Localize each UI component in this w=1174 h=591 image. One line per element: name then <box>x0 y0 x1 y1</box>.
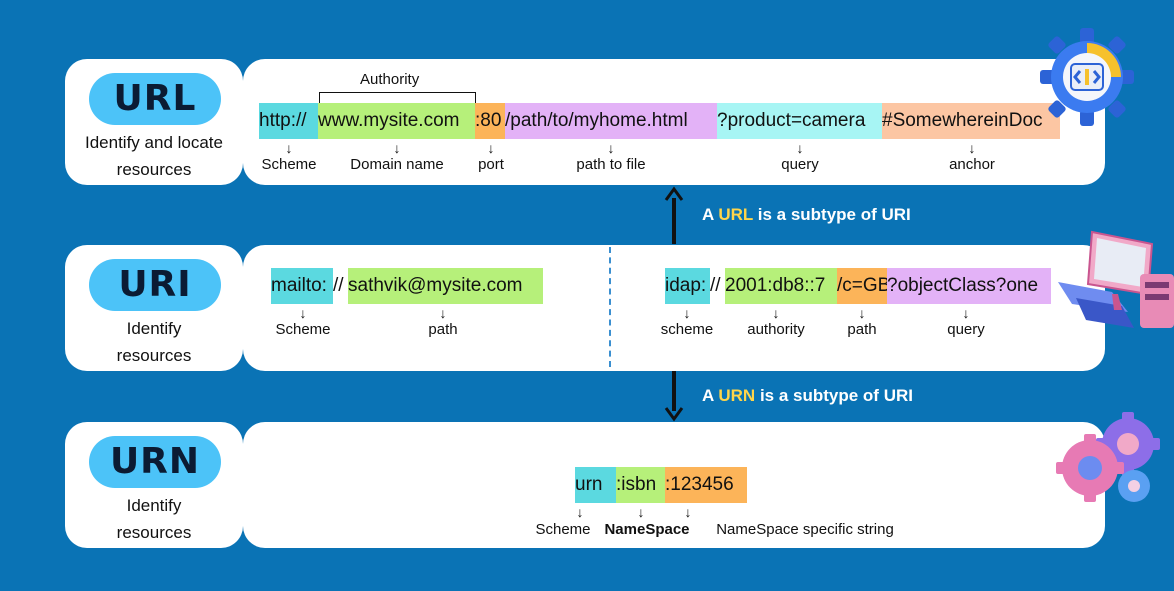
url-cap-domain: Domain name <box>350 156 444 173</box>
uri-idap-cap-query: query <box>947 321 985 338</box>
url-cap-query: query <box>781 156 819 173</box>
url-desc-line2: resources <box>116 160 192 179</box>
url-domain-arrow: ↓ <box>393 140 401 156</box>
uri-idap-query: ?objectClass?one <box>887 268 1051 304</box>
url-scheme: http:// <box>259 103 318 139</box>
uri-idap-scheme-arrow: ↓ <box>683 305 691 321</box>
urn-cap-scheme: Scheme <box>535 521 591 538</box>
uri-idap-authority-arrow: ↓ <box>772 305 780 321</box>
uri-mailto-path: sathvik@mysite.com <box>348 268 543 304</box>
url-path: /path/to/myhome.html <box>505 103 717 139</box>
url-desc-line1: Identify and locate <box>85 133 223 152</box>
urn-subtype-text: A URN is a subtype of URI <box>702 386 913 406</box>
urn-specific-arrow: ↓ <box>684 504 692 520</box>
urn-subtype-arrow-head <box>664 407 684 422</box>
urn-subtype-suffix: is a subtype of URI <box>755 386 913 405</box>
url-query-arrow: ↓ <box>796 140 804 156</box>
urn-scheme: urn <box>575 467 616 503</box>
url-anchor: #SomewhereinDoc <box>882 103 1060 139</box>
url-label-card: URL Identify and locate resources <box>65 59 243 185</box>
url-scheme-arrow: ↓ <box>285 140 293 156</box>
uri-mailto-scheme-arrow: ↓ <box>299 305 307 321</box>
uri-idap-cap-authority: authority <box>747 321 805 338</box>
computer-icon <box>1052 224 1174 341</box>
uri-idap-scheme: idap: <box>665 268 710 304</box>
uri-idap-cap-path: path <box>847 321 877 338</box>
url-subtype-suffix: is a subtype of URI <box>753 205 911 224</box>
uri-idap-cap-scheme: scheme <box>660 321 714 338</box>
url-domain: www.mysite.com <box>318 103 475 139</box>
url-cap-anchor: anchor <box>949 156 995 173</box>
url-subtype-highlight: URL <box>718 205 754 224</box>
urn-specific: :123456 <box>665 467 747 503</box>
url-cap-scheme: Scheme <box>261 156 317 173</box>
urn-subtype-prefix: A <box>702 386 719 405</box>
urn-desc-line1: Identify <box>126 496 182 515</box>
url-cap-path: path to file <box>576 156 646 173</box>
url-anchor-arrow: ↓ <box>968 140 976 156</box>
uri-mailto-scheme: mailto: <box>271 268 333 304</box>
url-port-arrow: ↓ <box>487 140 495 156</box>
uri-idap-sep: // <box>710 275 721 296</box>
uri-label-card: URI Identify resources <box>65 245 243 371</box>
urn-desc-line2: resources <box>116 523 192 542</box>
url-subtype-arrow-head <box>664 186 684 201</box>
urn-label-card: URN Identify resources <box>65 422 243 548</box>
url-subtype-prefix: A <box>702 205 719 224</box>
uri-mailto-cap-scheme: Scheme <box>275 321 331 338</box>
uri-desc-line1: Identify <box>126 319 182 338</box>
gear-code-icon <box>1038 26 1136 133</box>
url-subtype-text: A URL is a subtype of URI <box>702 205 911 225</box>
urn-cap-specific: NameSpace specific string <box>716 521 894 538</box>
uri-mailto-cap-path: path <box>428 321 458 338</box>
authority-bracket <box>319 92 476 103</box>
authority-label: Authority <box>360 71 420 88</box>
urn-namespace: :isbn <box>616 467 665 503</box>
uri-pill: URI <box>89 259 221 311</box>
url-pill: URL <box>89 73 221 125</box>
urn-scheme-arrow: ↓ <box>576 504 584 520</box>
uri-desc-line2: resources <box>116 346 192 365</box>
uri-content-card <box>243 245 1105 371</box>
urn-cap-namespace: NameSpace <box>604 521 690 538</box>
urn-namespace-arrow: ↓ <box>637 504 645 520</box>
uri-idap-path: /c=GB <box>837 268 890 304</box>
uri-mailto-path-arrow: ↓ <box>439 305 447 321</box>
urn-subtype-arrow-shaft <box>672 371 676 411</box>
url-cap-port: port <box>478 156 504 173</box>
uri-mailto-sep: // <box>333 275 344 296</box>
url-subtype-arrow-shaft <box>672 198 676 244</box>
uri-idap-authority: 2001:db8::7 <box>725 268 837 304</box>
uri-idap-query-arrow: ↓ <box>962 305 970 321</box>
gears-icon <box>1050 410 1162 515</box>
urn-subtype-highlight: URN <box>718 386 756 405</box>
uri-divider <box>609 247 611 367</box>
url-port: :80 <box>475 103 505 139</box>
url-query: ?product=camera <box>717 103 882 139</box>
uri-idap-path-arrow: ↓ <box>858 305 866 321</box>
urn-pill: URN <box>89 436 221 488</box>
url-path-arrow: ↓ <box>607 140 615 156</box>
